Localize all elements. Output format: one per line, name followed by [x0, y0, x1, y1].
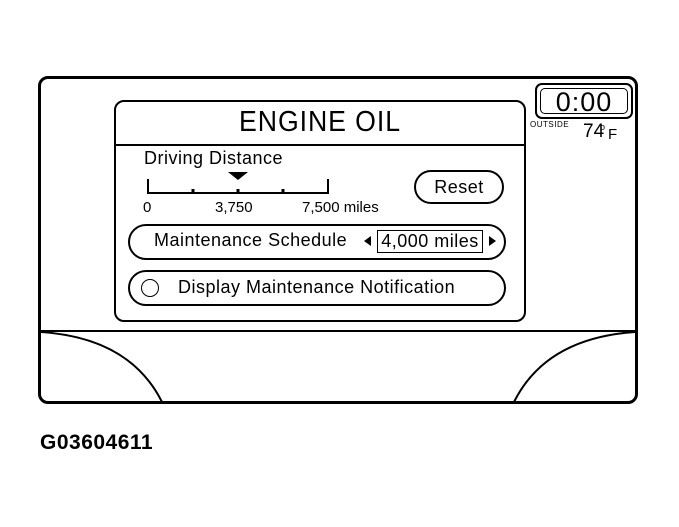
- increase-arrow-icon[interactable]: [489, 236, 496, 246]
- notification-radio[interactable]: [141, 279, 159, 297]
- maintenance-schedule-row[interactable]: [128, 224, 506, 260]
- title-divider: [116, 144, 524, 146]
- outside-temperature: 74: [583, 121, 605, 142]
- display-notification-row[interactable]: [128, 270, 506, 306]
- scale-label-max: 7,500 miles: [302, 199, 379, 216]
- driving-distance-scale: [147, 172, 329, 194]
- driving-distance-label: Driving Distance: [144, 148, 284, 168]
- scale-label-min: 0: [143, 199, 152, 216]
- outside-label: OUTSIDE: [530, 120, 570, 129]
- reset-button[interactable]: Reset: [414, 170, 504, 204]
- bezel-divider: [41, 330, 635, 332]
- scale-label-mid: 3,750: [215, 199, 253, 216]
- screen-title: ENGINE OIL: [239, 106, 401, 138]
- display-notification-label: Display Maintenance Notification: [178, 277, 456, 297]
- distance-marker-icon: [228, 172, 248, 180]
- engine-oil-screen: [114, 100, 526, 322]
- figure-code: G03604611: [40, 431, 154, 454]
- degree-symbol: o: [600, 122, 606, 132]
- clock-display: 0:00: [535, 83, 633, 119]
- temperature-unit: F: [608, 126, 618, 143]
- maintenance-schedule-value[interactable]: 4,000 miles: [377, 230, 483, 253]
- clock-time: 0:00: [540, 88, 628, 116]
- decrease-arrow-icon[interactable]: [364, 236, 371, 246]
- display-bezel: [38, 76, 638, 404]
- maintenance-schedule-label: Maintenance Schedule: [154, 230, 348, 250]
